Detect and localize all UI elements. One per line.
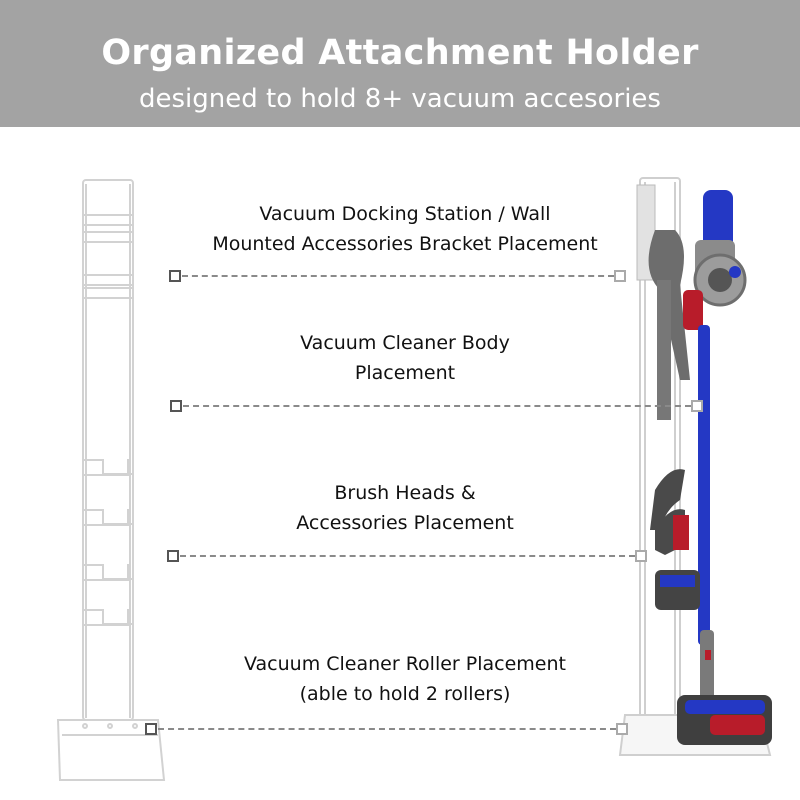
callout-body-label: Vacuum Cleaner Body Placement [300, 332, 510, 384]
callout-body-right-marker [691, 400, 703, 412]
header-banner: Organized Attachment Holder designed to … [0, 0, 800, 127]
empty-stand-image [56, 179, 166, 781]
callout-brush-heads-right-marker [635, 550, 647, 562]
callout-body-left-marker [170, 400, 182, 412]
callout-roller-line [158, 728, 616, 730]
callout-roller-right-marker [616, 723, 628, 735]
callout-docking-station-left-marker [169, 270, 181, 282]
callout-brush-heads-line [180, 555, 635, 557]
callout-docking-station-label: Vacuum Docking Station / Wall Mounted Ac… [212, 203, 598, 255]
page-title: Organized Attachment Holder [101, 33, 699, 73]
callout-docking-station-line [182, 275, 614, 277]
callout-brush-heads-left-marker [167, 550, 179, 562]
callout-docking-station-right-marker [614, 270, 626, 282]
callout-brush-heads-label: Brush Heads & Accessories Placement [296, 482, 514, 534]
callout-roller-left-marker [145, 723, 157, 735]
callout-roller-label: Vacuum Cleaner Roller Placement (able to… [244, 653, 566, 705]
vacuum-stand-image [618, 177, 772, 756]
callout-body-line [183, 405, 691, 407]
page-subtitle: designed to hold 8+ vacuum accesories [139, 84, 661, 114]
